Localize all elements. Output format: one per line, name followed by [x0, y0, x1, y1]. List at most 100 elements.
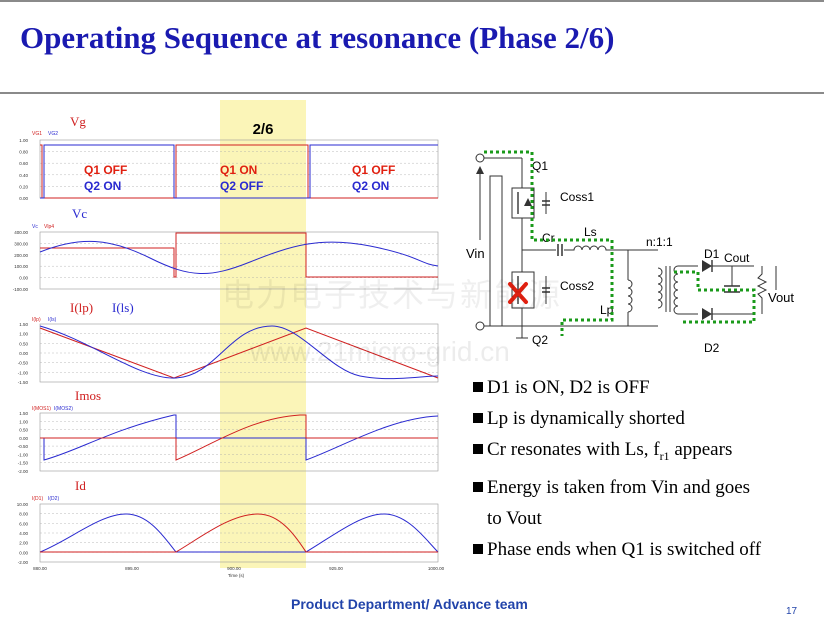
id-ytick-0: 10.00: [17, 502, 29, 507]
vg-ytick-2: 0.60: [19, 161, 28, 166]
state-1-q2: Q2 ON: [84, 179, 121, 193]
d2-diode: [702, 308, 712, 320]
ilp-ytick-2: 0.50: [19, 341, 28, 346]
phase-highlight-band: [220, 100, 306, 568]
ilp-ytick-1: 1.00: [19, 332, 28, 337]
page-number: 17: [786, 606, 798, 617]
id-ytick-6: -2.00: [18, 560, 29, 565]
imos-ytick-5: -1.00: [18, 452, 29, 457]
vc-trace: [39, 240, 439, 275]
state-3-q1: Q1 OFF: [352, 163, 395, 177]
time-tick-4: 1000.00: [428, 566, 445, 571]
q1-label: Q1: [532, 159, 548, 173]
ils-trace: [39, 325, 439, 380]
bullet-list: D1 is ON, D2 is OFF Lp is dynamically sh…: [472, 372, 761, 565]
watermark-cn: 电力电子技术与新能源: [222, 277, 563, 313]
vin-arrow-head: [476, 166, 484, 174]
vg-ytick-1: 0.80: [19, 150, 28, 155]
vlp-trace: [40, 232, 438, 278]
d1-diode: [702, 260, 712, 272]
ilp-ytick-6: -1.50: [18, 380, 29, 385]
bullet-square-icon: [473, 481, 483, 492]
imos-ytick-7: -2.00: [18, 469, 29, 474]
time-axis-label: Time (s): [228, 573, 245, 578]
ilp-ytick-0: 1.50: [19, 322, 28, 327]
vg-title: Vg: [70, 114, 86, 129]
vg-panel: Vg VG1 VG2 1.00 0.80 0.60 0.40 0.20 0.00…: [19, 114, 439, 201]
watermark-url: www.21micro-grid.cn: [250, 336, 510, 367]
coss1-label: Coss1: [560, 190, 594, 204]
phase-label: 2/6: [253, 121, 274, 138]
imos-ytick-1: 1.00: [19, 419, 28, 424]
vin-terminal-top: [475, 153, 485, 163]
id1-trace: [40, 513, 438, 553]
imos-ytick-2: 0.50: [19, 428, 28, 433]
bullet-square-icon: [473, 413, 483, 423]
time-tick-1: 895.00: [125, 566, 139, 571]
q2-label: Q2: [532, 333, 548, 347]
vc-legend-2: Vlp4: [44, 224, 54, 230]
vc-ytick-3: 100.00: [14, 264, 28, 269]
slide-title: Operating Sequence at resonance (Phase 2…: [20, 20, 615, 55]
vout-label: Vout: [768, 290, 794, 305]
bullet-square-icon: [473, 543, 483, 554]
secondary-current-path: [674, 270, 756, 324]
lp-label: Lp: [600, 303, 614, 317]
bullet-item: Phase ends when Q1 is switched off: [472, 534, 761, 565]
ilp-ytick-4: -0.50: [18, 361, 29, 366]
vin-label: Vin: [466, 246, 485, 261]
ilp-legend-1: I(lp): [32, 317, 41, 323]
id-ytick-5: 0.00: [19, 550, 28, 555]
imos-title: Imos: [75, 388, 101, 403]
ilp-ytick-5: -1.00: [18, 370, 29, 375]
id-ytick-1: 8.00: [19, 512, 28, 517]
bullet-square-icon: [473, 444, 483, 454]
bullet-item: D1 is ON, D2 is OFF: [472, 372, 761, 403]
vg-ytick-5: 0.00: [19, 196, 28, 201]
d1-label: D1: [704, 247, 720, 261]
vg2-trace: [40, 144, 438, 199]
imos-frame: [39, 412, 439, 472]
vc-frame: [39, 231, 439, 290]
vg-ytick-3: 0.40: [19, 173, 28, 178]
vin-source-block: [489, 175, 503, 327]
ilp-panel: I(lp) I(ls) I(lp) I(ls) 1.50 1.00 0.50 0…: [18, 300, 439, 385]
ilp-legend-2: I(ls): [48, 317, 57, 323]
state-1-q1: Q1 OFF: [84, 163, 127, 177]
ls-inductor: [564, 245, 628, 251]
vc-legend-1: Vc: [32, 224, 38, 230]
id-title: Id: [75, 478, 86, 493]
cout-label: Cout: [724, 251, 750, 265]
id-ytick-4: 2.00: [19, 541, 28, 546]
ilp-ytick-3: 0.00: [19, 351, 28, 356]
id-legend-1: I(D1): [32, 496, 43, 502]
time-tick-0: 880.00: [33, 566, 47, 571]
imos-legend-1: I(MOS1): [32, 406, 51, 412]
q2-off-cross-icon: [508, 282, 528, 304]
imos2-trace: [40, 414, 439, 461]
title-divider: [0, 92, 824, 94]
vin-terminal-bottom: [475, 321, 485, 331]
transformer-primary: [657, 267, 663, 309]
bullet-item: Cr resonates with Ls, fr1 appears: [472, 434, 761, 472]
vc-ytick-1: 300.00: [14, 241, 28, 246]
vc-panel: Vc Vc Vlp4 400.00 300.00 200.00 100.00 0…: [13, 206, 439, 292]
ilp-trace: [39, 327, 439, 379]
imos-ytick-0: 1.50: [19, 411, 28, 416]
vc-ytick-5: -100.00: [13, 287, 29, 292]
coss2-label: Coss2: [560, 279, 594, 293]
bullet-square-icon: [473, 382, 483, 392]
vc-title: Vc: [72, 206, 87, 221]
ils-title: I(ls): [112, 300, 134, 315]
vg-ytick-0: 1.00: [19, 138, 28, 143]
bullet-item: Lp is dynamically shorted: [472, 403, 761, 434]
imos-ytick-6: -1.50: [18, 461, 29, 466]
id-panel: Id I(D1) I(D2) 10.00 8.00 6.00 4.00 2.00…: [17, 478, 445, 578]
state-2-q1: Q1 ON: [220, 163, 257, 177]
id-ytick-3: 4.00: [19, 531, 28, 536]
id-legend-2: I(D2): [48, 496, 59, 502]
id2-trace: [39, 513, 439, 553]
primary-current-path: [484, 150, 614, 336]
load-resistor: [756, 266, 768, 314]
ilp-title: I(lp): [70, 300, 93, 315]
